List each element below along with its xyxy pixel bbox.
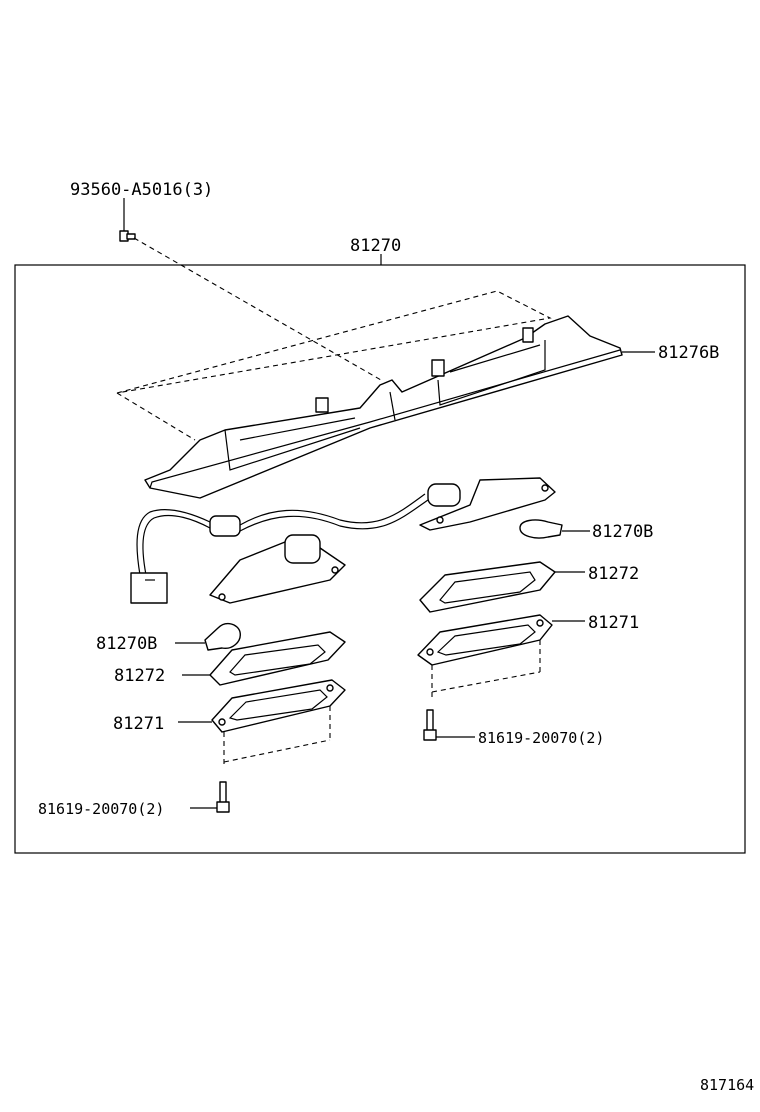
screw-right-icon[interactable] — [423, 709, 437, 741]
lens-right-part[interactable] — [417, 614, 553, 666]
assembly-frame — [14, 264, 746, 854]
gasket-right-part[interactable] — [419, 561, 556, 613]
label-housing[interactable]: 81276B — [658, 343, 719, 363]
label-screw-right[interactable]: 81619-20070(2) — [478, 729, 604, 747]
housing-part[interactable] — [144, 315, 623, 499]
wiring-harness[interactable] — [130, 493, 429, 604]
screw-top-icon[interactable] — [119, 230, 136, 242]
label-gasket-right[interactable]: 81272 — [588, 564, 639, 584]
housing-dash-outline — [116, 290, 552, 394]
label-lens-right[interactable]: 81271 — [588, 613, 639, 633]
bulb-left-icon[interactable] — [204, 622, 241, 651]
label-screw-top[interactable]: 93560-A5016(3) — [70, 180, 213, 200]
screw-top-dash — [133, 237, 382, 381]
lens-right-dash-c — [431, 671, 541, 693]
gasket-left-part[interactable] — [209, 631, 346, 686]
bulb-right-icon[interactable] — [519, 519, 563, 539]
label-assembly[interactable]: 81270 — [350, 236, 401, 256]
housing-dash-left — [116, 392, 196, 441]
label-screw-left[interactable]: 81619-20070(2) — [38, 800, 164, 818]
screw-left-icon[interactable] — [216, 781, 230, 813]
label-bulb-right[interactable]: 81270B — [592, 522, 653, 542]
diagram-id: 817164 — [700, 1076, 754, 1094]
socket-left[interactable] — [209, 534, 346, 604]
label-lens-left[interactable]: 81271 — [113, 714, 164, 734]
label-gasket-left[interactable]: 81272 — [114, 666, 165, 686]
lens-left-dash-c — [223, 739, 331, 763]
label-bulb-left[interactable]: 81270B — [96, 634, 157, 654]
lens-left-part[interactable] — [211, 679, 346, 733]
socket-right[interactable] — [419, 477, 556, 531]
